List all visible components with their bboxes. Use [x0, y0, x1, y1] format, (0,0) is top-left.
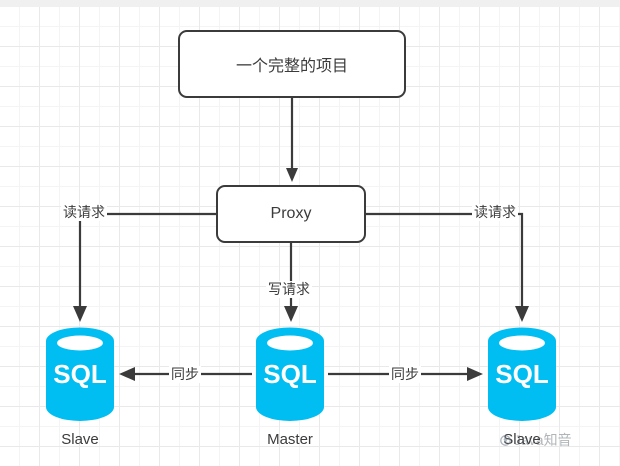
edge-proxy-to-slave-right — [366, 212, 529, 322]
edge-label-read-right: 读请求 — [472, 204, 518, 221]
svg-text:SQL: SQL — [263, 359, 317, 389]
node-proxy[interactable]: Proxy — [216, 185, 366, 243]
database-icon-master[interactable]: SQL — [255, 327, 325, 421]
edge-proxy-to-slave-left — [73, 212, 216, 322]
node-proxy-label: Proxy — [270, 205, 312, 222]
svg-text:SQL: SQL — [53, 359, 107, 389]
top-gray-band — [0, 0, 620, 8]
database-icon-slave-left[interactable]: SQL — [45, 327, 115, 421]
sql-cylinder-icon: SQL — [256, 327, 324, 421]
database-label-master: Master — [267, 431, 313, 448]
svg-text:SQL: SQL — [495, 359, 549, 389]
edge-label-sync-right: 同步 — [389, 366, 421, 383]
edge-label-write: 写请求 — [266, 281, 312, 298]
database-label-slave-left: Slave — [61, 431, 99, 448]
sql-cylinder-icon: SQL — [46, 327, 114, 421]
database-icon-slave-right[interactable]: SQL — [487, 327, 557, 421]
node-complete-project-label: 一个完整的项目 — [235, 58, 348, 75]
edge-label-sync-left: 同步 — [169, 366, 201, 383]
edge-label-read-left: 读请求 — [61, 204, 107, 221]
database-label-slave-right: Slave — [503, 431, 541, 448]
node-complete-project[interactable]: 一个完整的项目 — [178, 30, 406, 98]
edge-project-to-proxy — [286, 98, 298, 182]
sql-cylinder-icon: SQL — [488, 327, 556, 421]
